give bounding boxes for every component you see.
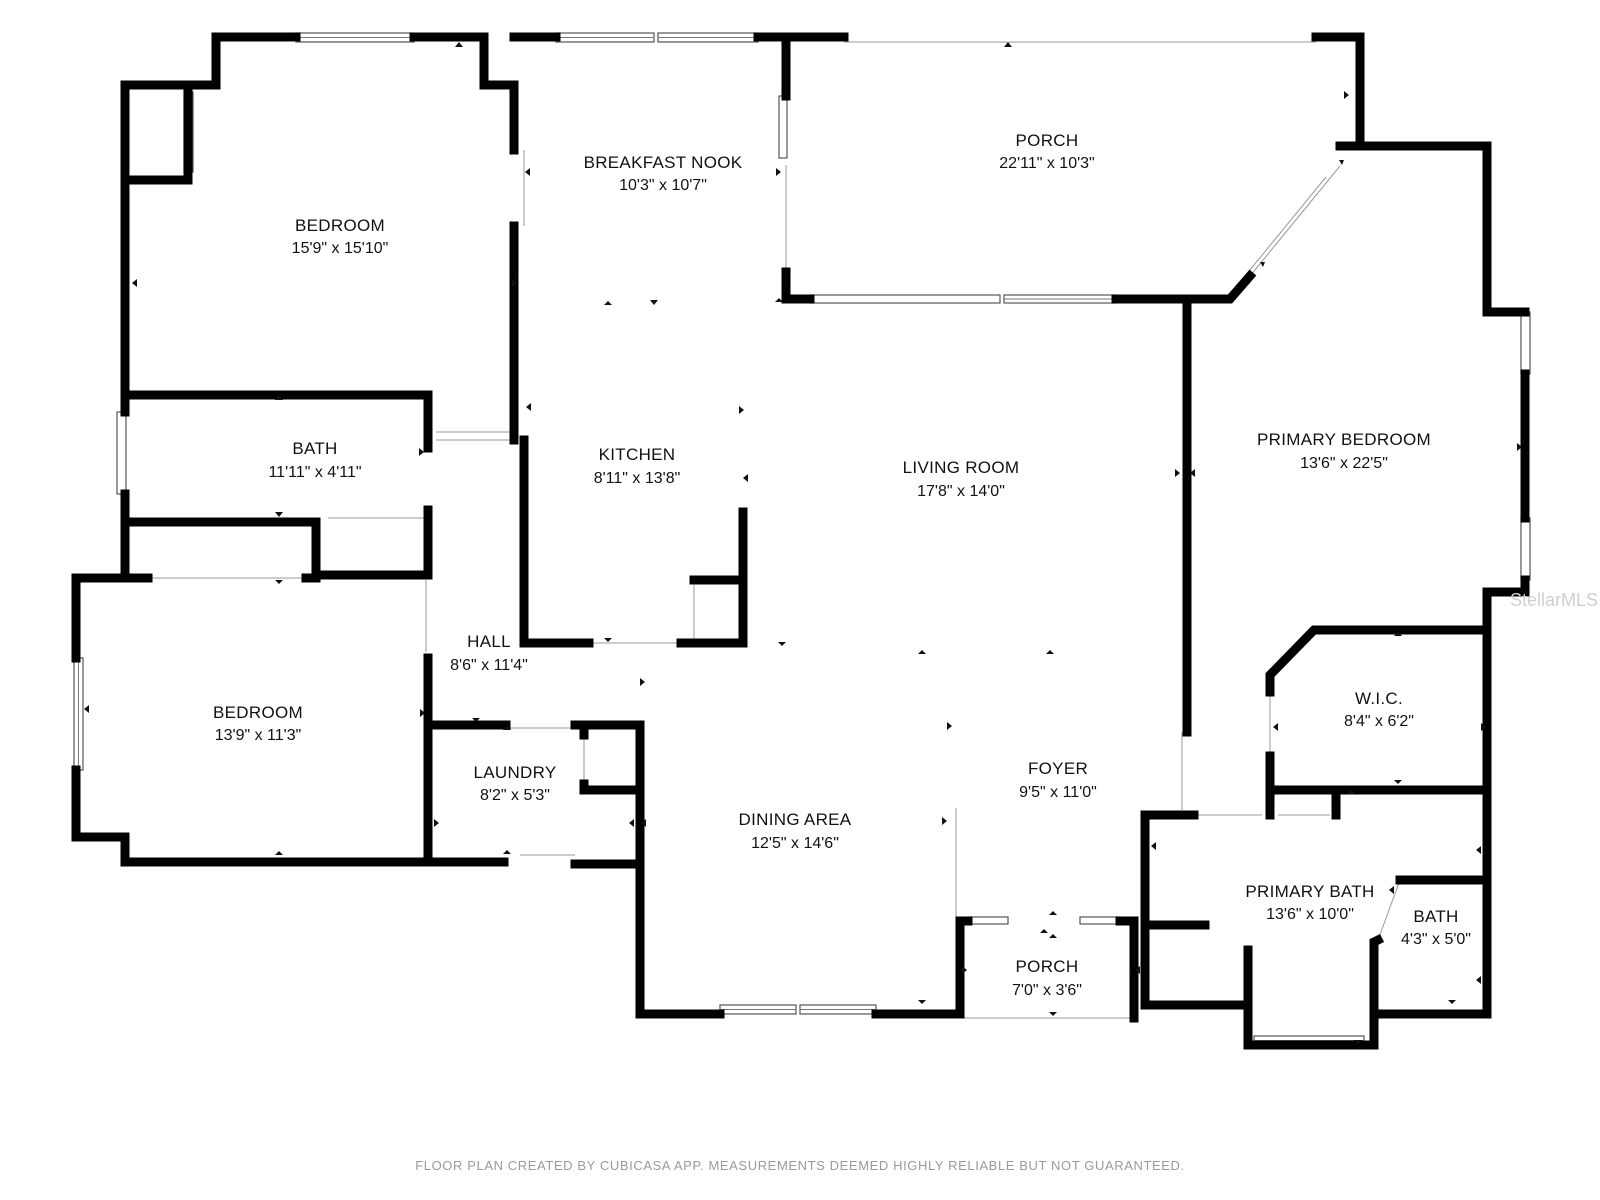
living-room-name: LIVING ROOM [903,458,1020,477]
wic-dims: 8'4" x 6'2" [1344,713,1414,730]
primary-bedroom-dims: 13'6" x 22'5" [1300,455,1388,472]
kitchen-dims: 8'11" x 13'8" [594,470,681,487]
dining-area-name: DINING AREA [739,810,852,829]
foyer-name: FOYER [1028,759,1088,778]
footer-disclaimer: FLOOR PLAN CREATED BY CUBICASA APP. MEAS… [415,1158,1185,1173]
walls [71,32,1530,1050]
primary-bedroom-name: PRIMARY BEDROOM [1257,430,1431,449]
wic-name: W.I.C. [1355,689,1403,708]
door-openings [148,41,1401,1019]
bedroom-bottom-name: BEDROOM [213,703,303,722]
kitchen-name: KITCHEN [599,445,676,464]
bedroom-top-dims: 15'9" x 15'10" [292,240,389,257]
bath-left-name: BATH [292,439,337,458]
laundry-name: LAUNDRY [473,763,556,782]
bath-right-dims: 4'3" x 5'0" [1401,931,1471,948]
porch-top-dims: 22'11" x 10'3" [999,155,1094,172]
bedroom-bottom-dims: 13'9" x 11'3" [215,727,302,744]
bedroom-top-name: BEDROOM [295,216,385,235]
room-labels: BEDROOM 15'9" x 15'10" BREAKFAST NOOK 10… [213,131,1471,999]
porch-front-dims: 7'0" x 3'6" [1012,982,1082,999]
bath-left-dims: 11'11" x 4'11" [268,464,361,481]
bath-right-name: BATH [1413,907,1458,926]
primary-bath-name: PRIMARY BATH [1245,882,1374,901]
breakfast-nook-name: BREAKFAST NOOK [584,153,743,172]
watermark: StellarMLS [1510,590,1599,610]
living-room-dims: 17'8" x 14'0" [917,483,1005,500]
breakfast-nook-dims: 10'3" x 10'7" [619,177,707,194]
porch-front-name: PORCH [1016,957,1079,976]
dining-area-dims: 12'5" x 14'6" [751,835,839,852]
dimension-markers [84,42,1522,1044]
hall-name: HALL [467,632,511,651]
hall-dims: 8'6" x 11'4" [450,657,528,674]
primary-bath-dims: 13'6" x 10'0" [1266,906,1354,923]
foyer-dims: 9'5" x 11'0" [1019,784,1097,801]
porch-top-name: PORCH [1016,131,1079,150]
laundry-dims: 8'2" x 5'3" [480,787,550,804]
